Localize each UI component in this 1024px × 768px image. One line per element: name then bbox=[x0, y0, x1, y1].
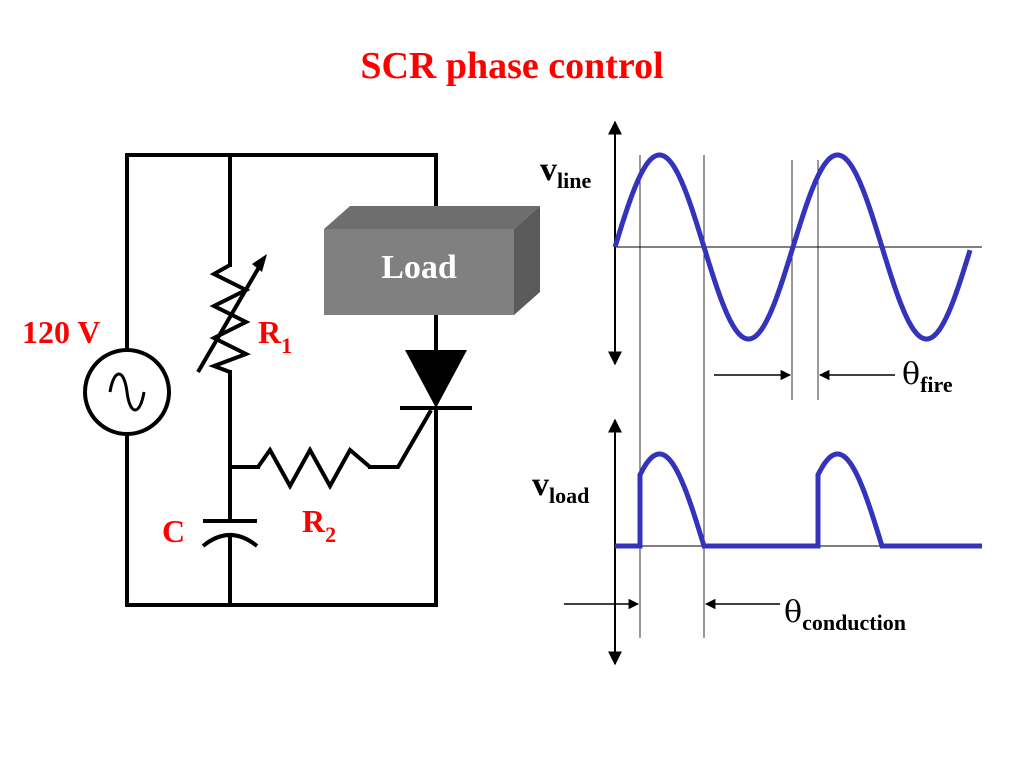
r1-zigzag bbox=[208, 263, 251, 374]
scr-triangle bbox=[405, 350, 467, 408]
page-title: SCR phase control bbox=[360, 45, 664, 87]
theta-cond-sub: conduction bbox=[802, 610, 906, 635]
r2-label-main: R bbox=[302, 503, 326, 539]
vload-label-main: v bbox=[532, 466, 549, 503]
theta-fire-symbol: θ bbox=[902, 357, 920, 392]
capacitor bbox=[201, 519, 259, 548]
r1-variable-resistor bbox=[196, 254, 267, 374]
vload-label-sub: load bbox=[549, 483, 589, 508]
vline-label: vline bbox=[540, 151, 591, 193]
theta-fire-label: θfire bbox=[902, 357, 953, 397]
sine-icon bbox=[108, 372, 146, 412]
guide-lines bbox=[639, 155, 819, 638]
circuit bbox=[125, 153, 438, 607]
r1-label-main: R bbox=[258, 314, 282, 350]
vload-label: vload bbox=[532, 466, 589, 508]
c-label: C bbox=[162, 513, 185, 549]
vline-label-main: v bbox=[540, 151, 557, 188]
load-box-top bbox=[324, 206, 540, 229]
theta-fire-sub: fire bbox=[920, 372, 953, 397]
load-box-side bbox=[514, 206, 540, 315]
vline-waveform bbox=[612, 152, 973, 342]
theta-conduction-label: θconduction bbox=[784, 595, 906, 635]
wire-r2-gate bbox=[368, 409, 433, 469]
r2-label-sub: 2 bbox=[325, 522, 336, 547]
scr-thyristor bbox=[400, 350, 472, 410]
r1-arrowhead bbox=[252, 254, 267, 272]
capacitor-plate-bottom bbox=[201, 533, 259, 548]
r1-arrow-shaft bbox=[196, 260, 264, 374]
r2-label: R2 bbox=[302, 503, 336, 547]
load-label: Load bbox=[381, 249, 457, 286]
load-box-front bbox=[324, 229, 514, 315]
load-box: Load bbox=[324, 206, 540, 315]
r1-label-sub: 1 bbox=[281, 333, 292, 358]
r2-resistor bbox=[256, 445, 372, 491]
source-voltage-label: 120 V bbox=[22, 314, 101, 350]
r1-label: R1 bbox=[258, 314, 292, 358]
vline-label-sub: line bbox=[557, 168, 591, 193]
vload-waveform bbox=[615, 451, 982, 549]
ac-source bbox=[83, 348, 171, 436]
theta-cond-symbol: θ bbox=[784, 595, 802, 630]
